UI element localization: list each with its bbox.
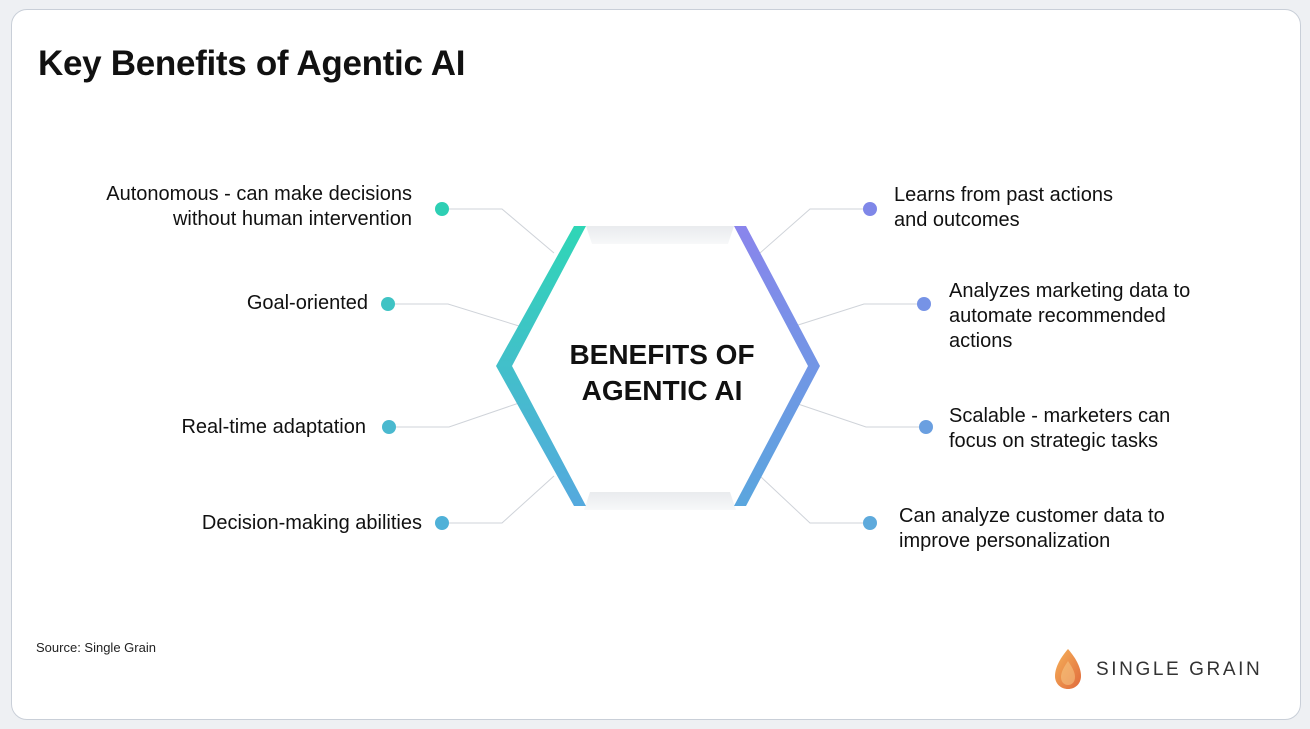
benefit-label-left-2: Goal-oriented [246, 292, 368, 314]
connector-left-3 [389, 402, 520, 428]
center-line-1: BENEFITS OF [569, 339, 755, 370]
single-grain-logo-icon [1055, 649, 1081, 689]
connector-left-2 [388, 303, 520, 327]
benefit-dots [381, 202, 933, 530]
infographic-card: Key Benefits of Agentic AI BENEFITS OF A [11, 9, 1301, 720]
connector-lines [388, 208, 926, 524]
bullet-dot-left-2 [381, 297, 395, 311]
bullet-dot-left-3 [382, 420, 396, 434]
hexagon-top-bar [586, 226, 734, 244]
connector-left-4 [442, 475, 555, 524]
benefit-label-left-3: Real-time adaptation [181, 416, 366, 438]
bullet-dot-right-2 [917, 297, 931, 311]
source-note: Source: Single Grain [36, 640, 156, 655]
connector-right-4 [759, 475, 870, 524]
center-line-2: AGENTIC AI [581, 375, 743, 406]
bullet-dot-right-4 [863, 516, 877, 530]
page-title: Key Benefits of Agentic AI [38, 44, 466, 83]
benefit-label-right-2: Analyzes marketing data to automate reco… [949, 280, 1191, 352]
bullet-dot-right-1 [863, 202, 877, 216]
bullet-dot-right-3 [919, 420, 933, 434]
benefit-label-right-4: Can analyze customer data to improve per… [899, 505, 1165, 552]
hexagon-bottom-bar [584, 492, 736, 510]
benefit-label-left-1: Autonomous - can make decisions without … [106, 183, 412, 230]
benefit-label-right-1: Learns from past actions and outcomes [894, 184, 1113, 231]
brand-logo: SINGLE GRAIN [1052, 647, 1262, 691]
connector-right-3 [794, 402, 926, 428]
connector-right-1 [759, 208, 870, 254]
benefit-label-right-3: Scalable - marketers can focus on strate… [949, 405, 1171, 452]
connector-right-2 [794, 303, 924, 327]
bullet-dot-left-1 [435, 202, 449, 216]
brand-name: SINGLE GRAIN [1096, 659, 1263, 680]
bullet-dot-left-4 [435, 516, 449, 530]
connector-left-1 [442, 208, 555, 254]
hexagon-center-label: BENEFITS OF AGENTIC AI [532, 337, 792, 409]
benefit-label-left-4: Decision-making abilities [201, 512, 422, 534]
benefits-diagram [381, 202, 933, 530]
